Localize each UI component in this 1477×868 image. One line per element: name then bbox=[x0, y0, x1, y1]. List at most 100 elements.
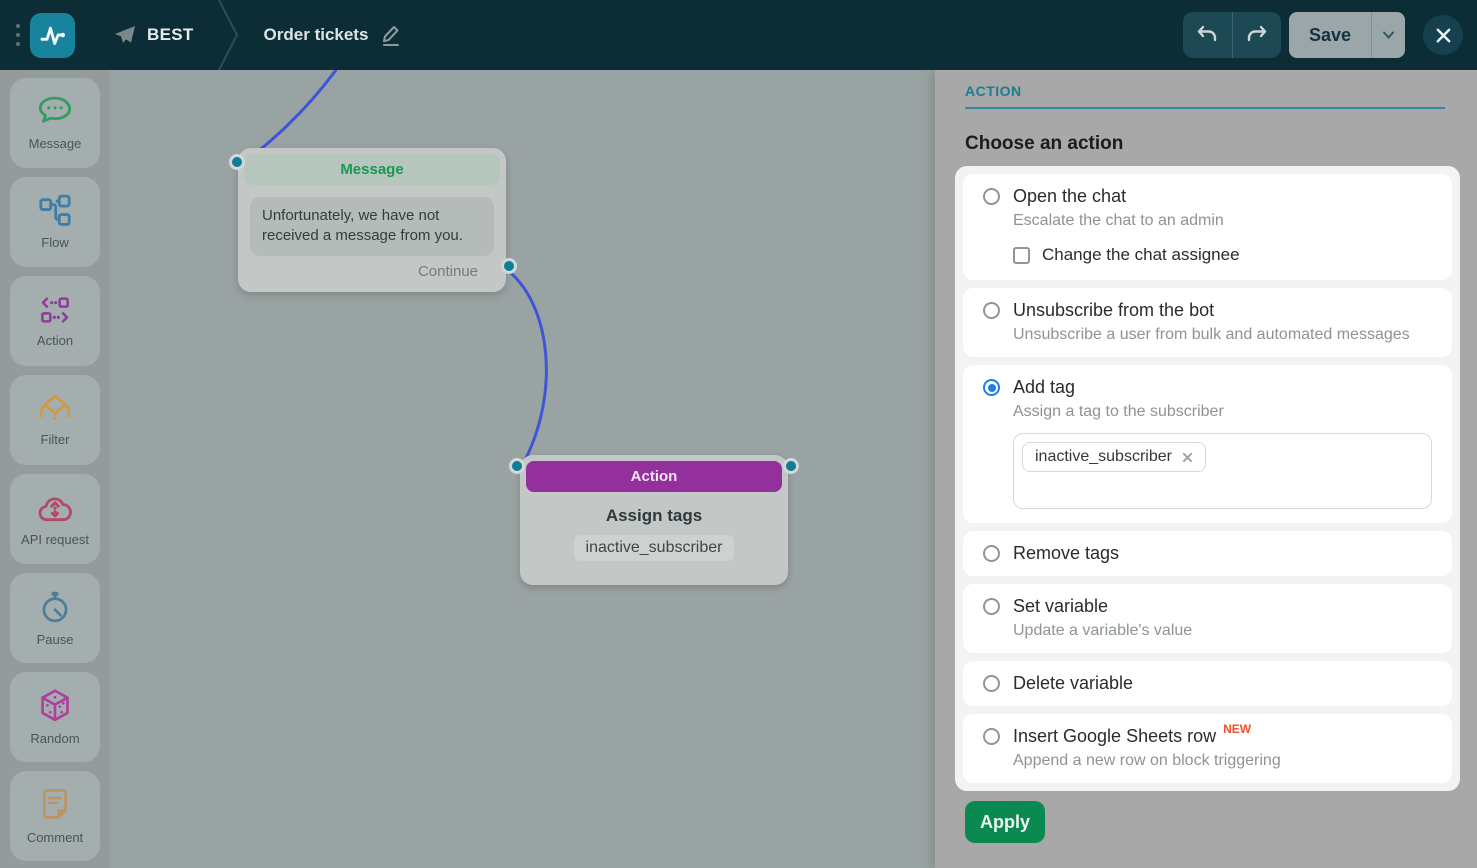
option-delete-variable[interactable]: Delete variable bbox=[963, 661, 1452, 706]
pulse-icon bbox=[40, 26, 65, 45]
radio-set-variable[interactable] bbox=[983, 598, 1000, 615]
option-description: Escalate the chat to an admin bbox=[1013, 212, 1224, 229]
palette-item-message[interactable]: Message bbox=[10, 78, 100, 168]
save-dropdown-button[interactable] bbox=[1371, 12, 1405, 58]
node-palette: Message Flow Action bbox=[0, 70, 110, 868]
continue-output-port[interactable] bbox=[501, 258, 517, 274]
palette-label: Pause bbox=[36, 632, 74, 647]
undo-icon bbox=[1198, 25, 1217, 42]
action-node-tag: inactive_subscriber bbox=[573, 535, 735, 561]
message-node-title: Message bbox=[340, 161, 404, 178]
random-dice-icon bbox=[41, 689, 69, 722]
palette-label: Random bbox=[30, 731, 80, 746]
option-open-the-chat[interactable]: Open the chat Escalate the chat to an ad… bbox=[963, 174, 1452, 280]
panel-divider bbox=[965, 107, 1445, 109]
message-icon bbox=[38, 96, 72, 123]
option-label: Add tag bbox=[1013, 377, 1076, 397]
menu-kebab-icon[interactable] bbox=[16, 24, 20, 46]
comment-note-icon bbox=[43, 789, 67, 819]
option-label: Set variable bbox=[1013, 596, 1109, 616]
option-label: Delete variable bbox=[1013, 673, 1134, 693]
option-unsubscribe-from-bot[interactable]: Unsubscribe from the bot Unsubscribe a u… bbox=[963, 288, 1452, 357]
action-node-header: Action bbox=[526, 461, 782, 492]
topbar-actions: Save bbox=[1182, 12, 1463, 58]
radio-open-the-chat[interactable] bbox=[983, 188, 1000, 205]
api-request-icon bbox=[38, 497, 72, 522]
panel-heading: Choose an action bbox=[965, 133, 1124, 154]
option-description: Append a new row on block triggering bbox=[1013, 752, 1281, 769]
flow-icon bbox=[39, 194, 71, 226]
main-area: Message Flow Action bbox=[0, 70, 1477, 868]
edit-pencil-icon[interactable] bbox=[380, 23, 402, 47]
palette-item-action[interactable]: Action bbox=[10, 276, 100, 366]
continue-label: Continue bbox=[417, 263, 478, 280]
flow-canvas[interactable]: Message Flow Action bbox=[0, 70, 935, 868]
palette-item-pause[interactable]: Pause bbox=[10, 573, 100, 663]
tag-input[interactable]: inactive_subscriber bbox=[1013, 433, 1432, 509]
app-logo[interactable] bbox=[30, 12, 75, 58]
palette-item-comment[interactable]: Comment bbox=[10, 771, 100, 861]
radio-unsubscribe-from-bot[interactable] bbox=[983, 302, 1000, 319]
palette-label: Message bbox=[28, 136, 82, 151]
bot-name: BEST bbox=[147, 25, 194, 44]
radio-remove-tags[interactable] bbox=[983, 545, 1000, 562]
breadcrumb-bot[interactable]: BEST bbox=[113, 23, 194, 47]
tag-chip-label: inactive_subscriber bbox=[1035, 448, 1172, 465]
new-badge: NEW bbox=[1223, 722, 1252, 736]
redo-button[interactable] bbox=[1231, 12, 1281, 58]
chevron-down-icon bbox=[1383, 31, 1394, 39]
radio-add-tag[interactable] bbox=[983, 379, 1000, 396]
radio-delete-variable[interactable] bbox=[983, 675, 1000, 692]
message-input-port[interactable] bbox=[229, 154, 245, 170]
option-description: Assign a tag to the subscriber bbox=[1013, 403, 1224, 420]
palette-label: Filter bbox=[40, 432, 70, 447]
breadcrumb-flow: Order tickets bbox=[264, 23, 403, 47]
apply-button[interactable]: Apply bbox=[965, 801, 1045, 843]
breadcrumb-separator bbox=[217, 0, 238, 70]
action-node-heading: Assign tags bbox=[605, 506, 703, 525]
palette-label: API request bbox=[21, 532, 89, 547]
action-settings-panel: ACTION Choose an action Open the chat Es… bbox=[935, 70, 1477, 868]
option-description: Unsubscribe a user from bulk and automat… bbox=[1013, 326, 1410, 343]
message-node-body: Unfortunately, we have not received a me… bbox=[250, 197, 494, 256]
panel-section-label: ACTION bbox=[965, 83, 1022, 99]
close-icon bbox=[1436, 28, 1450, 42]
action-input-port[interactable] bbox=[509, 458, 525, 474]
palette-item-flow[interactable]: Flow bbox=[10, 177, 100, 267]
flow-title: Order tickets bbox=[263, 25, 369, 44]
undo-redo-group bbox=[1182, 12, 1281, 58]
option-add-tag[interactable]: Add tag Assign a tag to the subscriber i… bbox=[963, 365, 1452, 523]
checkbox-change-chat-assignee[interactable] bbox=[1013, 246, 1030, 264]
node-action[interactable]: Action Assign tags inactive_subscriber bbox=[509, 455, 799, 585]
option-label: Remove tags bbox=[1013, 543, 1120, 563]
palette-item-random[interactable]: Random bbox=[10, 672, 100, 762]
option-remove-tags[interactable]: Remove tags bbox=[963, 531, 1452, 576]
remove-tag-button[interactable] bbox=[1182, 452, 1193, 463]
save-split-button: Save bbox=[1288, 12, 1405, 58]
option-label: Unsubscribe from the bot bbox=[1013, 300, 1215, 320]
save-button[interactable]: Save bbox=[1289, 12, 1371, 58]
palette-item-filter[interactable]: Filter bbox=[10, 375, 100, 465]
undo-button[interactable] bbox=[1183, 12, 1232, 58]
wire-continue-to-action bbox=[504, 267, 548, 468]
topbar: BEST Order tickets Save bbox=[0, 0, 1477, 70]
close-button[interactable] bbox=[1423, 15, 1463, 55]
tag-chip: inactive_subscriber bbox=[1022, 442, 1206, 472]
palette-label: Comment bbox=[26, 830, 84, 845]
pause-icon bbox=[42, 591, 68, 623]
node-message[interactable]: Message Unfortunately, we have not recei… bbox=[229, 148, 517, 292]
palette-label: Action bbox=[36, 333, 74, 348]
option-label: Open the chat bbox=[1013, 186, 1127, 206]
palette-item-api-request[interactable]: API request bbox=[10, 474, 100, 564]
save-label: Save bbox=[1308, 24, 1351, 45]
action-output-port[interactable] bbox=[783, 458, 799, 474]
telegram-icon bbox=[115, 26, 135, 43]
filter-icon bbox=[38, 394, 72, 421]
radio-insert-google-sheets-row[interactable] bbox=[983, 728, 1000, 745]
redo-icon bbox=[1247, 25, 1267, 42]
option-set-variable[interactable]: Set variable Update a variable's value bbox=[963, 584, 1452, 653]
option-description: Update a variable's value bbox=[1013, 622, 1193, 639]
palette-label: Flow bbox=[41, 235, 69, 250]
